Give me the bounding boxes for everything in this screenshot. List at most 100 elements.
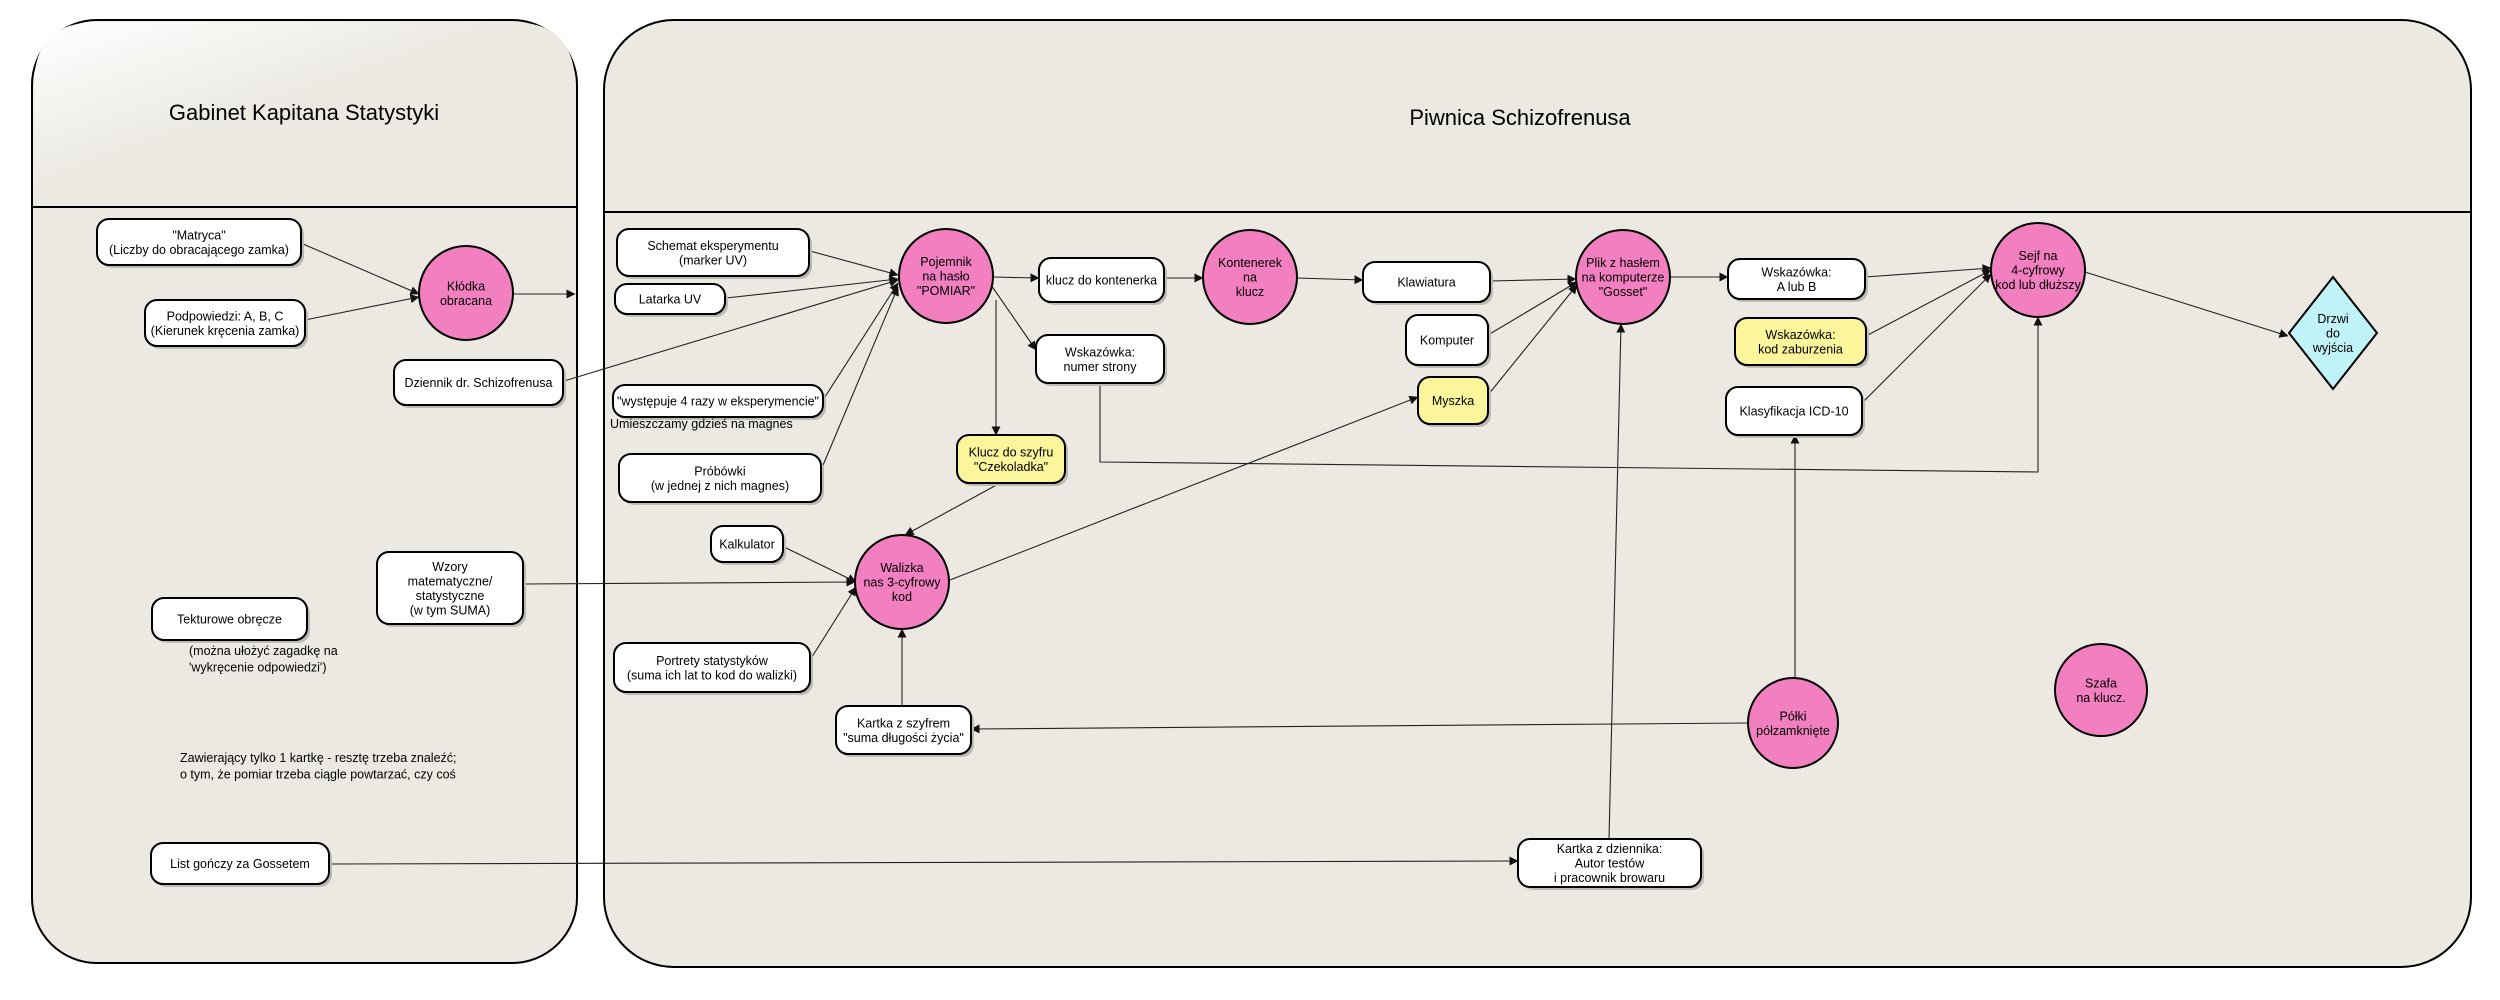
node-kalkulator[interactable]: Kalkulator — [710, 525, 786, 565]
node-klasyfikacja[interactable]: Klasyfikacja ICD-10 — [1725, 386, 1865, 438]
node-dziennik[interactable]: Dziennik dr. Schizofrenusa — [393, 359, 566, 408]
diagram-edge-29 — [970, 722, 1749, 734]
node-klucz-szyfru[interactable]: Klucz do szyfru"Czekoladka" — [956, 434, 1068, 486]
polki-shape — [1747, 677, 1839, 769]
node-wsk-strony[interactable]: Wskazówka:numer strony — [1035, 334, 1167, 386]
tekturowe-label: Tekturowe obręcze — [177, 613, 282, 627]
wsk_strony-label-line: Wskazówka: — [1065, 345, 1135, 359]
wzory-shape — [376, 551, 524, 625]
note-kartka-info: Zawierający tylko 1 kartkę - resztę trze… — [180, 751, 457, 782]
diagram-edge-16 — [809, 586, 857, 661]
probowki-label-line: Próbówki — [694, 464, 745, 478]
note-zagadka: (można ułożyć zagadkę na'wykręcenie odpo… — [189, 644, 338, 675]
tekturowe-label-line: Tekturowe obręcze — [177, 613, 282, 627]
klawiatura-label: Klawiatura — [1397, 276, 1455, 290]
node-wystepuje[interactable]: "występuje 4 razy w eksperymencie" — [612, 384, 826, 420]
myszka-shape — [1417, 376, 1489, 425]
podpowiedzi-label-line: (Kierunek kręcenia zamka) — [151, 324, 300, 338]
sejf-shape — [1990, 222, 2086, 318]
latarka-label: Latarka UV — [639, 293, 702, 307]
diagram-edge-18 — [949, 395, 1419, 581]
diagram-edge-6 — [822, 282, 899, 401]
kontenerek-label-line: Kontenerek — [1218, 256, 1283, 270]
wsk_kod-label: Wskazówka:kod zaburzenia — [1758, 328, 1843, 357]
diagram-edge-5 — [725, 275, 899, 299]
node-latarka[interactable]: Latarka UV — [614, 283, 728, 317]
node-klucz-kont[interactable]: klucz do kontenerka — [1038, 257, 1167, 305]
drzwi-label-line: do — [2326, 327, 2340, 341]
plik-shape — [1575, 229, 1671, 325]
klasyfikacja-label: Klasyfikacja ICD-10 — [1739, 405, 1848, 419]
node-matryca[interactable]: "Matryca"(Liczby do obracającego zamka) — [96, 218, 304, 268]
diagram-edge-0 — [302, 243, 420, 295]
matryca-shape — [96, 218, 302, 266]
diagram-edge-10 — [1295, 275, 1364, 285]
node-kartka-szyfr[interactable]: Kartka z szyfrem"suma długości życia" — [835, 705, 974, 757]
diagram-edge-11 — [990, 284, 1037, 351]
list-label-line: List gończy za Gossetem — [170, 857, 310, 871]
node-probowki[interactable]: Próbówki(w jednej z nich magnes) — [618, 453, 824, 505]
diagram-edge-8 — [992, 273, 1040, 283]
klucz_kont-shape — [1038, 257, 1165, 303]
node-komputer[interactable]: Komputer — [1405, 314, 1491, 368]
wsk_ab-label-line: Wskazówka: — [1761, 265, 1831, 279]
kartka_szyfr-shape — [835, 705, 972, 755]
wsk_kod-label-line: kod zaburzenia — [1758, 342, 1843, 356]
node-podpowiedzi[interactable]: Podpowiedzi: A, B, C(Kierunek kręcenia z… — [144, 299, 308, 349]
klasyfikacja-label-line: Klasyfikacja ICD-10 — [1739, 405, 1848, 419]
diagram-edge-19 — [1489, 274, 1577, 284]
list-label: List gończy za Gossetem — [170, 857, 310, 871]
frame-piwnica: Piwnica Schizofrenusa — [603, 19, 2472, 968]
note-line: Umieszczamy gdzieś na magnes — [610, 417, 793, 431]
komputer-label-line: Komputer — [1420, 334, 1474, 348]
podpowiedzi-label-line: Podpowiedzi: A, B, C — [167, 309, 284, 323]
szafa-label-line: na klucz. — [2076, 691, 2125, 705]
node-wsk-ab[interactable]: Wskazówka:A lub B — [1727, 258, 1868, 302]
wystepuje-label: "występuje 4 razy w eksperymencie" — [617, 395, 819, 409]
node-myszka[interactable]: Myszka — [1417, 376, 1491, 427]
node-list[interactable]: List gończy za Gossetem — [150, 842, 332, 887]
wsk_strony-label-line: numer strony — [1064, 360, 1138, 374]
frame-title-gabinet: Gabinet Kapitana Statystyki — [169, 100, 439, 125]
note-line: 'wykręcenie odpowiedzi') — [189, 661, 326, 675]
diagram-edge-3 — [563, 278, 899, 382]
wzory-label-line: matematyczne/ — [408, 574, 493, 588]
pojemnik-label-line: "POMIAR" — [917, 284, 975, 298]
komputer-label: Komputer — [1420, 334, 1474, 348]
node-portrety[interactable]: Portrety statystyków(suma ich lat to kod… — [613, 642, 813, 695]
kalkulator-shape — [710, 525, 784, 563]
komputer-shape — [1405, 314, 1489, 366]
node-schemat[interactable]: Schemat eksperymentu(marker UV) — [616, 228, 812, 279]
kalkulator-label: Kalkulator — [719, 538, 775, 552]
walizka-label-line: kod — [892, 590, 912, 604]
node-tekturowe[interactable]: Tekturowe obręcze — [151, 597, 310, 643]
kalkulator-label-line: Kalkulator — [719, 538, 775, 552]
node-klawiatura[interactable]: Klawiatura — [1362, 261, 1493, 305]
polki-label-line: Półki — [1779, 709, 1806, 723]
klasyfikacja-shape — [1725, 386, 1863, 436]
node-wsk-kod[interactable]: Wskazówka:kod zaburzenia — [1734, 317, 1869, 368]
latarka-label-line: Latarka UV — [639, 293, 702, 307]
diagram-edge-7 — [820, 286, 899, 471]
kartka_dziennika-label-line: i pracownik browaru — [1554, 871, 1665, 885]
klawiatura-shape — [1362, 261, 1491, 303]
wystepuje-shape — [612, 384, 824, 418]
